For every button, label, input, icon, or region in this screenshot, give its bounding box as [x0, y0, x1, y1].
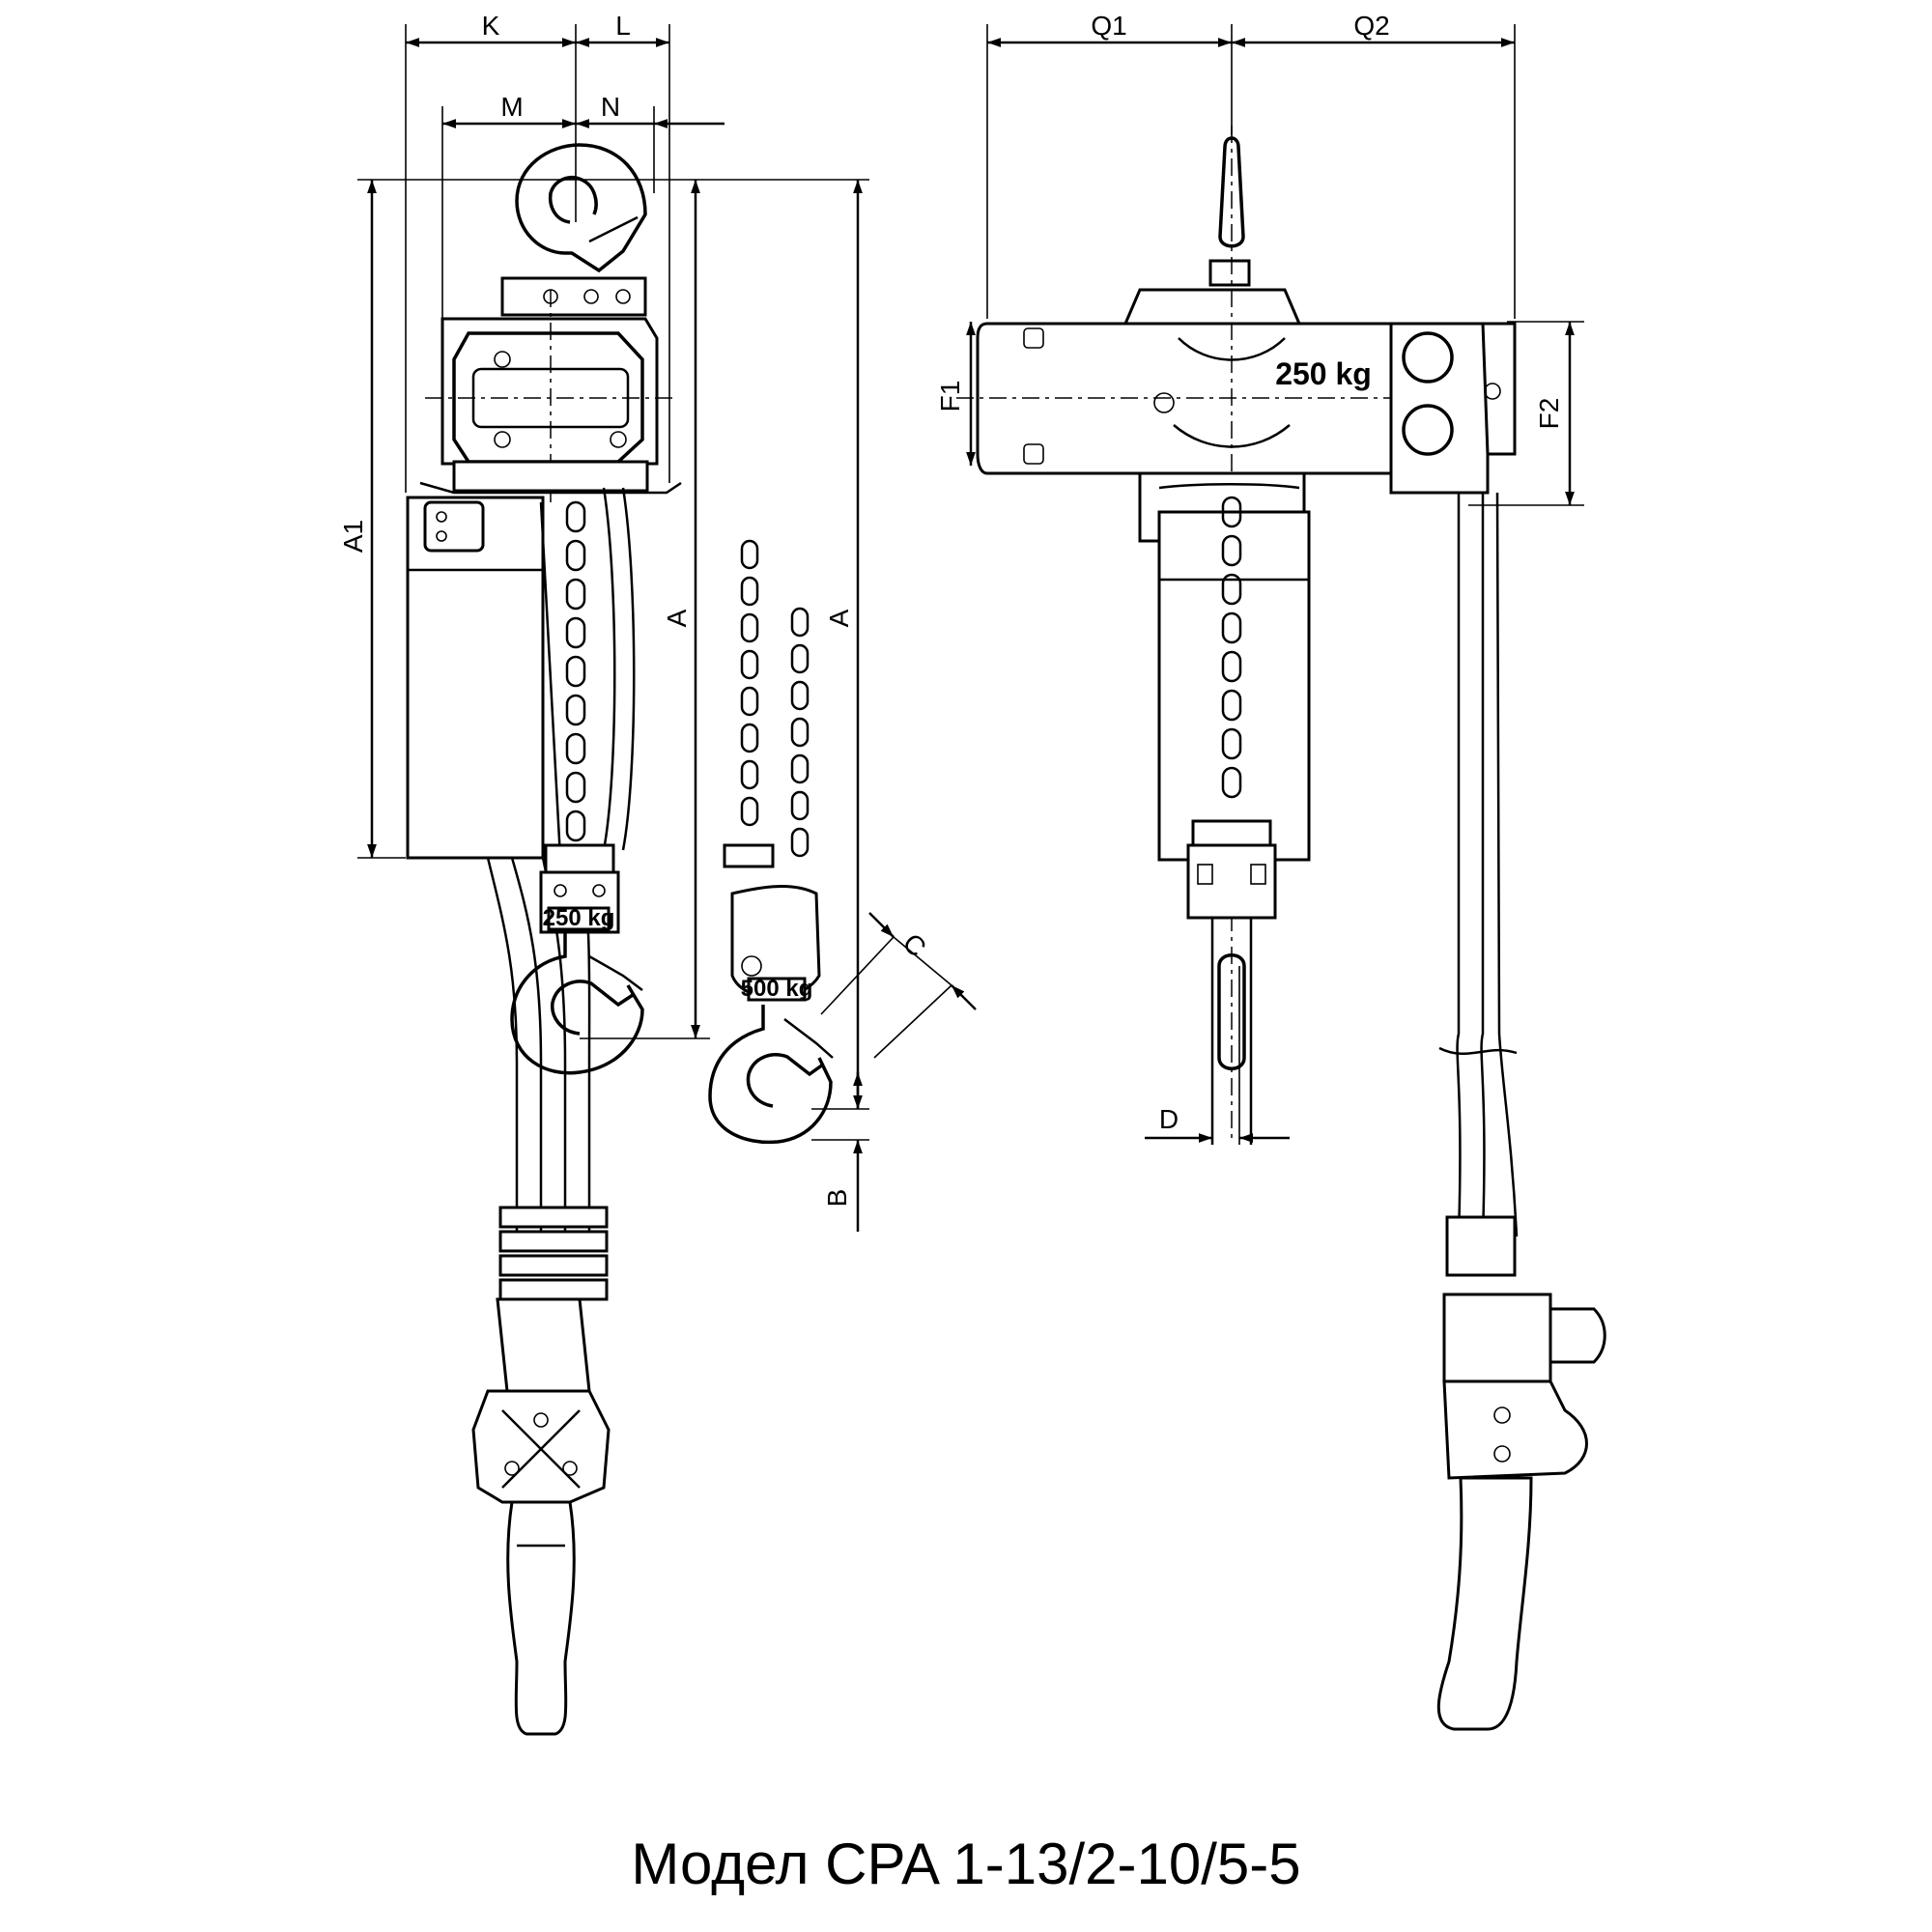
dim-f2-label: F2	[1534, 398, 1564, 430]
dimension-labels: K L M N A1 A A B C Q1 Q2 F1 F2 D	[338, 11, 1564, 1207]
side-chain	[565, 500, 586, 842]
dim-k-label: K	[482, 11, 500, 41]
dim-b-label: B	[822, 1189, 852, 1208]
dim-m-label: M	[500, 92, 523, 122]
dim-q1-label: Q1	[1091, 11, 1126, 41]
dim-q2-label: Q2	[1353, 11, 1389, 41]
dim-n-label: N	[601, 92, 620, 122]
front-chain	[1221, 496, 1242, 799]
dim-a-double-label: A	[824, 609, 854, 627]
front-body-capacity-label: 250 kg	[1275, 356, 1372, 391]
dimension-lines	[357, 24, 1584, 1232]
double-chain	[740, 539, 810, 858]
model-caption: Модел CPA 1-13/2-10/5-5	[631, 1832, 1300, 1896]
dim-d-label: D	[1159, 1104, 1179, 1134]
dim-f1-label: F1	[935, 381, 965, 412]
dim-c-label: C	[897, 927, 932, 962]
double-fall-hook-view: 500 kg	[708, 539, 834, 1145]
side-view-hoist: 250 kg	[406, 143, 682, 1736]
double-hook-capacity-label: 500 kg	[741, 976, 813, 1002]
dim-a1-label: A1	[338, 520, 368, 553]
side-hook-capacity-label: 250 kg	[543, 905, 615, 931]
front-view-hoist: 250 kg	[956, 126, 1606, 1731]
dim-a-label: A	[662, 609, 692, 627]
dim-l-label: L	[615, 11, 631, 41]
